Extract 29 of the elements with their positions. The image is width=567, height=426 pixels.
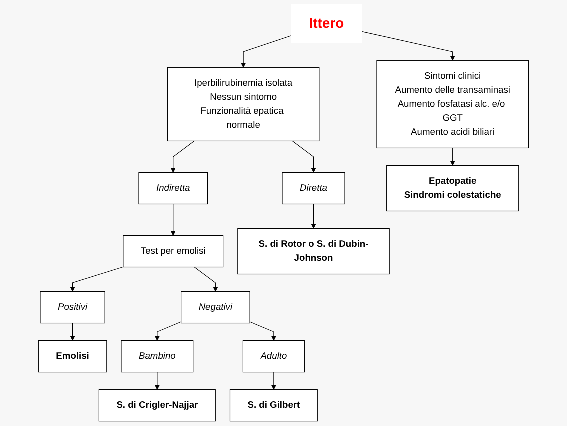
node-box: S. di Gilbert — [230, 390, 318, 422]
arrow — [194, 266, 218, 292]
arrow — [154, 372, 160, 390]
node-box: Ittero — [291, 4, 362, 44]
node-box: Adulto — [242, 340, 305, 373]
arrow — [170, 204, 176, 236]
node-box: S. di Rotor o S. di Dubin-Johnson — [237, 228, 390, 275]
arrow — [361, 31, 456, 61]
node-box: Bambino — [121, 340, 194, 373]
node-box: Diretta — [282, 172, 346, 205]
node-box: Sintomi clinici Aumento delle transaminasi Aumento fosfatasi alc. e/o GGT Aumento acidi biliari — [376, 60, 529, 149]
node-box: Epatopatie Sindromi colestatiche — [386, 165, 519, 212]
arrow — [170, 140, 195, 173]
arrow — [311, 204, 316, 229]
node-box: Emolisi — [38, 340, 107, 373]
arrow — [70, 266, 124, 292]
node-box: S. di Crigler-Najjar — [98, 390, 216, 422]
node-box: Negativi — [180, 291, 250, 324]
arrow — [70, 322, 76, 342]
node-box: Test per emolisi — [122, 235, 224, 268]
arrow — [292, 140, 316, 173]
node-box: Indiretta — [138, 172, 208, 205]
arrow — [271, 372, 276, 390]
arrow — [240, 35, 292, 68]
arrow — [450, 148, 456, 166]
node-box: Positivi — [40, 291, 106, 324]
arrow — [250, 322, 276, 342]
arrow — [154, 322, 182, 342]
node-box: Iperbilirubinemia isolata Nessun sintomo Funzionalità epatica normale — [167, 67, 320, 142]
